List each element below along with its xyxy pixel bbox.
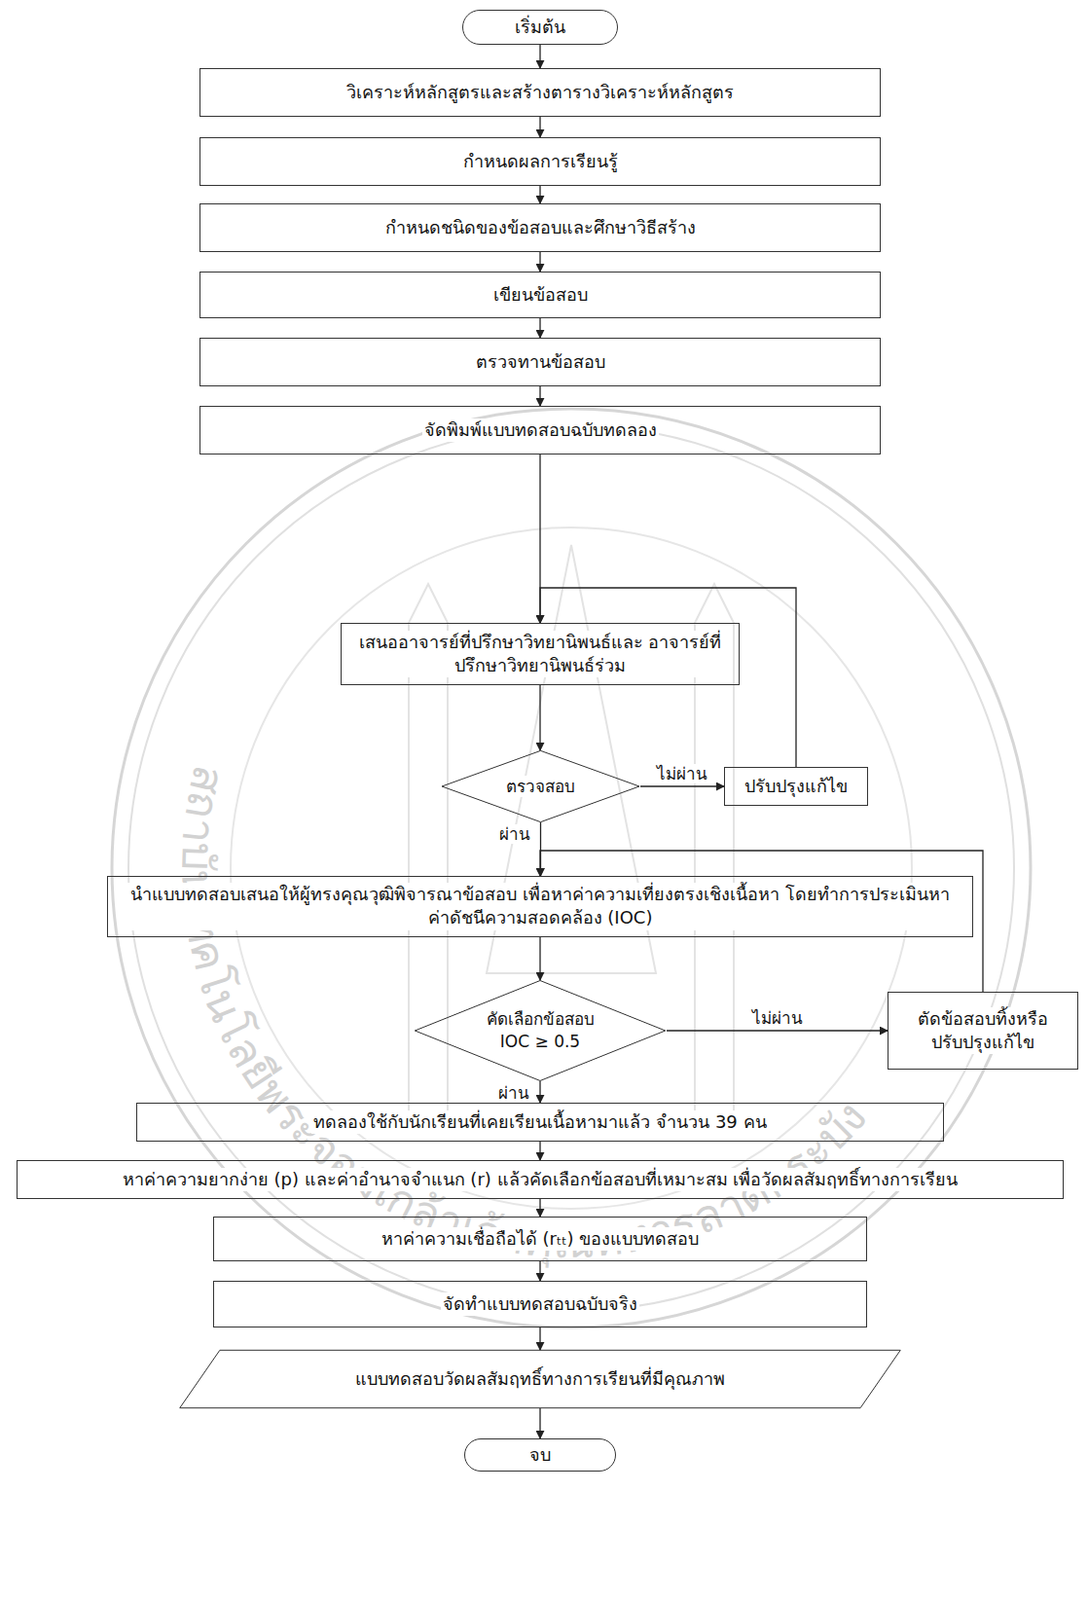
connector-arrow xyxy=(539,44,541,69)
end-terminator: จบ xyxy=(464,1438,617,1472)
start-terminator: เริ่มต้น xyxy=(462,9,618,45)
node-text: เริ่มต้น xyxy=(512,15,568,39)
process-box: เขียนข้อสอบ xyxy=(199,271,881,319)
node-text: นำแบบทดสอบเสนอให้ผู้ทรงคุณวุฒิพิจารณาข้อ… xyxy=(121,882,959,931)
node-text: IOC ≥ 0.5 xyxy=(498,1030,582,1053)
seal-ring xyxy=(111,408,1031,1328)
connector-arrow xyxy=(539,1081,541,1103)
connector-arrow xyxy=(539,1261,541,1281)
connector-arrow xyxy=(539,185,541,204)
edge-label: ผ่าน xyxy=(496,824,534,844)
connector-arrow xyxy=(539,1408,541,1439)
connector-arrow xyxy=(539,318,541,338)
output-parallelogram: แบบทดสอบวัดผลสัมฤทธิ์ทางการเรียนที่มีคุณ… xyxy=(176,1349,905,1409)
node-text: ปรับปรุงแก้ไข xyxy=(742,774,850,798)
node-text: จัดทำแบบทดสอบฉบับจริง xyxy=(440,1292,640,1316)
connector-arrow xyxy=(640,785,725,787)
node-text: เสนออาจารย์ที่ปรึกษาวิทยานิพนธ์และ อาจาร… xyxy=(355,630,726,679)
connector-arrow xyxy=(539,116,541,138)
process-box: ปรับปรุงแก้ไข xyxy=(724,766,869,806)
node-text: คัดเลือกข้อสอบ xyxy=(484,1008,597,1031)
decision-diamond: ตรวจสอบ xyxy=(440,750,641,823)
process-box: ตัดข้อสอบทิ้งหรือ ปรับปรุงแก้ไข xyxy=(887,991,1079,1070)
node-text: กำหนดชนิดของข้อสอบและศึกษาวิธีสร้าง xyxy=(383,216,698,240)
process-box: วิเคราะห์หลักสูตรและสร้างตารางวิเคราะห์ห… xyxy=(199,68,881,117)
node-text: ตัดข้อสอบทิ้งหรือ ปรับปรุงแก้ไข xyxy=(902,1007,1064,1055)
node-text: กำหนดผลการเรียนรู้ xyxy=(461,149,620,174)
process-box: ทดลองใช้กับนักเรียนที่เคยเรียนเนื้อหามาแ… xyxy=(136,1102,944,1142)
connector-arrow xyxy=(539,252,541,272)
connector-arrow xyxy=(539,1327,541,1350)
node-text: ทดลองใช้กับนักเรียนที่เคยเรียนเนื้อหามาแ… xyxy=(311,1110,768,1134)
seal-ring xyxy=(230,527,912,1209)
node-text: หาค่าความยากง่าย (p) และค่าอำนาจจำแนก (r… xyxy=(120,1167,961,1192)
connector-arrow xyxy=(539,1141,541,1161)
node-text: แบบทดสอบวัดผลสัมฤทธิ์ทางการเรียนที่มีคุณ… xyxy=(353,1367,727,1391)
node-text: จัดพิมพ์แบบทดสอบฉบับทดลอง xyxy=(422,418,659,442)
watermark-text-wrap: สถาบันเทคโนโลยีพระจอมเกล้าเจ้าคุณทหารลาด… xyxy=(171,761,878,1270)
connector-arrow xyxy=(539,386,541,406)
watermark-text: สถาบันเทคโนโลยีพระจอมเกล้าเจ้าคุณทหารลาด… xyxy=(171,761,878,1270)
process-box: กำหนดผลการเรียนรู้ xyxy=(199,137,881,186)
edge-label: ผ่าน xyxy=(495,1083,533,1103)
process-box: หาค่าความยากง่าย (p) และค่าอำนาจจำแนก (r… xyxy=(16,1160,1064,1199)
process-box: เสนออาจารย์ที่ปรึกษาวิทยานิพนธ์และ อาจาร… xyxy=(340,622,740,686)
connector-arrow xyxy=(666,1029,888,1031)
node-text: ตรวจสอบ xyxy=(504,775,578,798)
process-box: จัดทำแบบทดสอบฉบับจริง xyxy=(213,1280,868,1328)
node-text: วิเคราะห์หลักสูตรและสร้างตารางวิเคราะห์ห… xyxy=(344,80,736,105)
process-box: จัดพิมพ์แบบทดสอบฉบับทดลอง xyxy=(199,405,881,455)
node-text: หาค่าความเชื่อถือได้ (rₜₜ) ของแบบทดสอบ xyxy=(379,1227,702,1251)
node-text: เขียนข้อสอบ xyxy=(491,283,590,307)
connector-arrow xyxy=(539,1198,541,1217)
connector-arrow xyxy=(539,937,541,980)
node-text: ตรวจทานข้อสอบ xyxy=(473,350,608,374)
process-box: นำแบบทดสอบเสนอให้ผู้ทรงคุณวุฒิพิจารณาข้อ… xyxy=(107,875,974,938)
connector-arrow xyxy=(539,685,541,751)
edge-label: ไม่ผ่าน xyxy=(749,1008,806,1028)
process-box: หาค่าความเชื่อถือได้ (rₜₜ) ของแบบทดสอบ xyxy=(213,1216,868,1262)
process-box: กำหนดชนิดของข้อสอบและศึกษาวิธีสร้าง xyxy=(199,203,881,253)
edge-label: ไม่ผ่าน xyxy=(653,763,711,784)
process-box: ตรวจทานข้อสอบ xyxy=(199,337,881,387)
decision-diamond: คัดเลือกข้อสอบIOC ≥ 0.5 xyxy=(413,979,667,1082)
node-text: จบ xyxy=(527,1443,553,1467)
